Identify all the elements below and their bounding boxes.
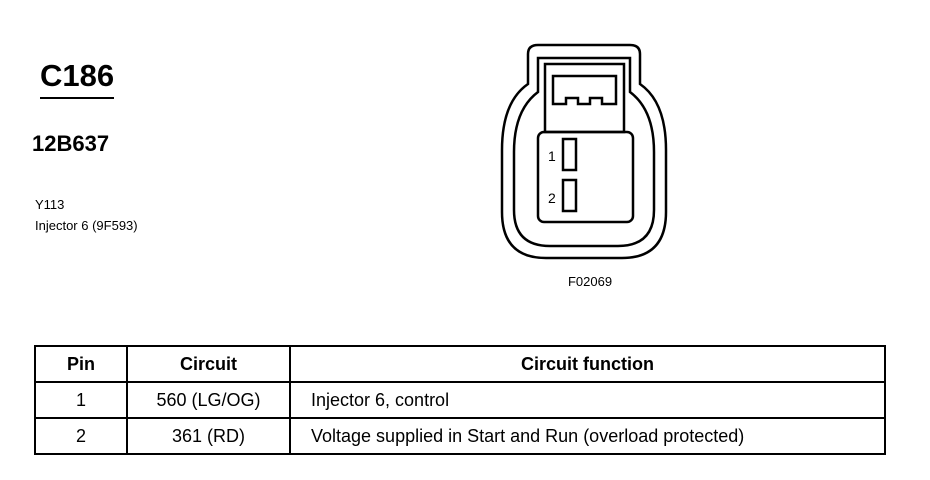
- figure-code: F02069: [567, 274, 613, 289]
- lock-tab-outer: [543, 62, 626, 134]
- circuit-cell: 560 (LG/OG): [126, 381, 291, 419]
- lock-tab-inner: [551, 74, 618, 106]
- circuit-cell: 361 (RD): [126, 417, 291, 455]
- pin-1-terminal: [561, 137, 578, 172]
- pinout-table: Pin Circuit Circuit function 1 560 (LG/O…: [34, 345, 886, 455]
- table-row: 2 361 (RD) Voltage supplied in Start and…: [34, 417, 886, 455]
- pin-1-label: 1: [548, 148, 556, 164]
- header-circuit: Circuit: [126, 345, 291, 383]
- connector-housing-inner: [512, 56, 656, 248]
- header-circuit-function: Circuit function: [289, 345, 886, 383]
- connector-face-diagram: 1 2: [500, 43, 668, 260]
- pin-cell: 2: [34, 417, 128, 455]
- component-description: Injector 6 (9F593): [35, 218, 138, 233]
- table-header-row: Pin Circuit Circuit function: [34, 345, 886, 383]
- pin-2-label: 2: [548, 190, 556, 206]
- function-cell: Injector 6, control: [289, 381, 886, 419]
- header-pin: Pin: [34, 345, 128, 383]
- location-code: Y113: [35, 197, 65, 212]
- connector-id: C186: [40, 58, 115, 99]
- pin-cell: 1: [34, 381, 128, 419]
- terminal-block: [536, 130, 635, 224]
- table-row: 1 560 (LG/OG) Injector 6, control: [34, 381, 886, 419]
- pin-2-terminal: [561, 178, 578, 213]
- function-cell: Voltage supplied in Start and Run (overl…: [289, 417, 886, 455]
- part-number: 12B637: [32, 131, 110, 156]
- connector-housing-outer: [500, 43, 668, 260]
